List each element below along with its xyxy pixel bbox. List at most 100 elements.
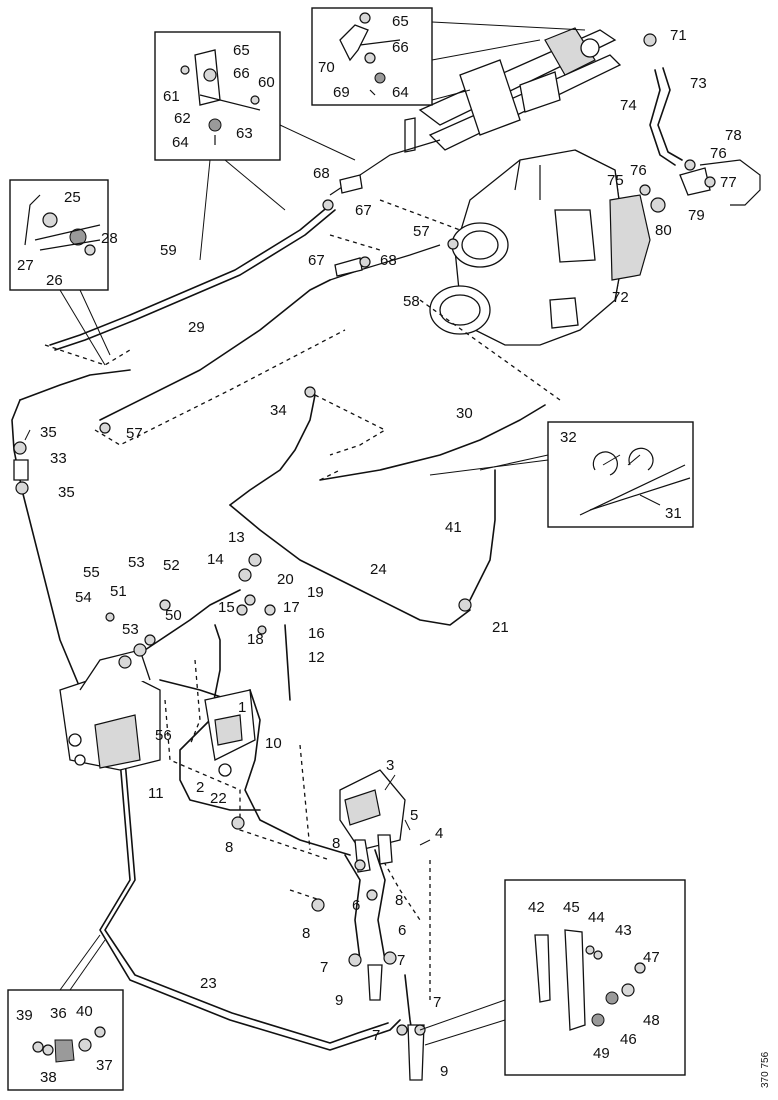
callout-71: 71 bbox=[670, 27, 687, 44]
callout-59: 59 bbox=[160, 242, 177, 259]
callout-8: 8 bbox=[225, 839, 233, 856]
callout-24: 24 bbox=[370, 561, 387, 578]
callout-51: 51 bbox=[110, 583, 127, 600]
callout-6: 6 bbox=[398, 922, 406, 939]
callout-11: 11 bbox=[148, 785, 164, 802]
callout-8: 8 bbox=[395, 892, 403, 909]
callout-25: 25 bbox=[64, 189, 81, 206]
callout-66: 66 bbox=[233, 65, 250, 82]
callout-70: 70 bbox=[318, 59, 335, 76]
callout-31: 31 bbox=[665, 505, 682, 522]
callout-66: 66 bbox=[392, 39, 409, 56]
detail-box-42-49 bbox=[504, 879, 686, 1076]
callout-65: 65 bbox=[392, 13, 409, 30]
callout-4: 4 bbox=[435, 825, 443, 842]
callout-53: 53 bbox=[122, 621, 139, 638]
callout-39: 39 bbox=[16, 1007, 33, 1024]
callout-1: 1 bbox=[238, 699, 246, 716]
callout-80: 80 bbox=[655, 222, 672, 239]
callout-40: 40 bbox=[76, 1003, 93, 1020]
callout-5: 5 bbox=[410, 807, 418, 824]
callout-26: 26 bbox=[46, 272, 63, 289]
callout-37: 37 bbox=[96, 1057, 113, 1074]
callout-6: 6 bbox=[352, 897, 360, 914]
callout-52: 52 bbox=[163, 557, 180, 574]
callout-14: 14 bbox=[207, 551, 224, 568]
callout-18: 18 bbox=[247, 631, 264, 648]
callout-29: 29 bbox=[188, 319, 205, 336]
engine-assembly bbox=[429, 149, 651, 346]
callout-23: 23 bbox=[200, 975, 217, 992]
callout-8: 8 bbox=[332, 835, 340, 852]
callout-22: 22 bbox=[210, 790, 227, 807]
callout-3: 3 bbox=[386, 757, 394, 774]
callout-56: 56 bbox=[155, 727, 172, 744]
callout-44: 44 bbox=[588, 909, 605, 926]
callout-79: 79 bbox=[688, 207, 705, 224]
callout-35: 35 bbox=[40, 424, 57, 441]
callout-69: 69 bbox=[333, 84, 350, 101]
callout-labels: 1 2 3 4 5 6 6 7 7 7 7 8 8 8 8 9 9 10 11 … bbox=[16, 13, 771, 1088]
callout-34: 34 bbox=[270, 402, 287, 419]
callout-28: 28 bbox=[101, 230, 118, 247]
callout-57: 57 bbox=[126, 425, 143, 442]
callout-7: 7 bbox=[320, 959, 328, 976]
callout-73: 73 bbox=[690, 75, 707, 92]
callout-46: 46 bbox=[620, 1031, 637, 1048]
callout-67: 67 bbox=[308, 252, 325, 269]
callout-47: 47 bbox=[643, 949, 660, 966]
callout-54: 54 bbox=[75, 589, 92, 606]
callout-68: 68 bbox=[380, 252, 397, 269]
callout-9: 9 bbox=[440, 1063, 448, 1080]
callout-78: 78 bbox=[725, 127, 742, 144]
callout-64: 64 bbox=[392, 84, 409, 101]
callout-65: 65 bbox=[233, 42, 250, 59]
callout-21: 21 bbox=[492, 619, 509, 636]
callout-33: 33 bbox=[50, 450, 67, 467]
detail-box-36-40 bbox=[7, 989, 124, 1091]
leader-lines bbox=[24, 21, 661, 1046]
callout-55: 55 bbox=[83, 564, 100, 581]
callout-60: 60 bbox=[258, 74, 275, 91]
callout-50: 50 bbox=[165, 607, 182, 624]
chassis-frame bbox=[329, 27, 622, 196]
callout-63: 63 bbox=[236, 125, 253, 142]
detail-box-25-28 bbox=[9, 179, 109, 291]
callout-19: 19 bbox=[307, 584, 324, 601]
callout-62: 62 bbox=[174, 110, 191, 127]
callout-77: 77 bbox=[720, 174, 737, 191]
detail-box-64-70 bbox=[311, 7, 433, 106]
callout-32: 32 bbox=[560, 429, 577, 446]
callout-10: 10 bbox=[265, 735, 282, 752]
callout-45: 45 bbox=[563, 899, 580, 916]
callout-12: 12 bbox=[308, 649, 325, 666]
callout-36: 36 bbox=[50, 1005, 67, 1022]
callout-67: 67 bbox=[355, 202, 372, 219]
callout-53: 53 bbox=[128, 554, 145, 571]
callout-76: 76 bbox=[710, 145, 727, 162]
callout-7: 7 bbox=[397, 952, 405, 969]
detail-box-31-32 bbox=[547, 421, 694, 528]
callout-16: 16 bbox=[308, 625, 325, 642]
callout-72: 72 bbox=[612, 289, 629, 306]
callout-61: 61 bbox=[163, 88, 180, 105]
drawing-reference: 370 756 bbox=[760, 1051, 771, 1088]
callout-17: 17 bbox=[283, 599, 300, 616]
callout-42: 42 bbox=[528, 899, 545, 916]
callout-38: 38 bbox=[40, 1069, 57, 1086]
components bbox=[13, 33, 716, 1081]
callout-57: 57 bbox=[413, 223, 430, 240]
callout-58: 58 bbox=[403, 293, 420, 310]
callout-64: 64 bbox=[172, 134, 189, 151]
callout-75: 75 bbox=[607, 172, 624, 189]
callout-68: 68 bbox=[313, 165, 330, 182]
callout-35: 35 bbox=[58, 484, 75, 501]
callout-13: 13 bbox=[228, 529, 245, 546]
callout-27: 27 bbox=[17, 257, 34, 274]
callout-30: 30 bbox=[456, 405, 473, 422]
callout-15: 15 bbox=[218, 599, 235, 616]
detail-box-60-64 bbox=[154, 31, 281, 161]
callout-9: 9 bbox=[335, 992, 343, 1009]
callout-74: 74 bbox=[620, 97, 637, 114]
